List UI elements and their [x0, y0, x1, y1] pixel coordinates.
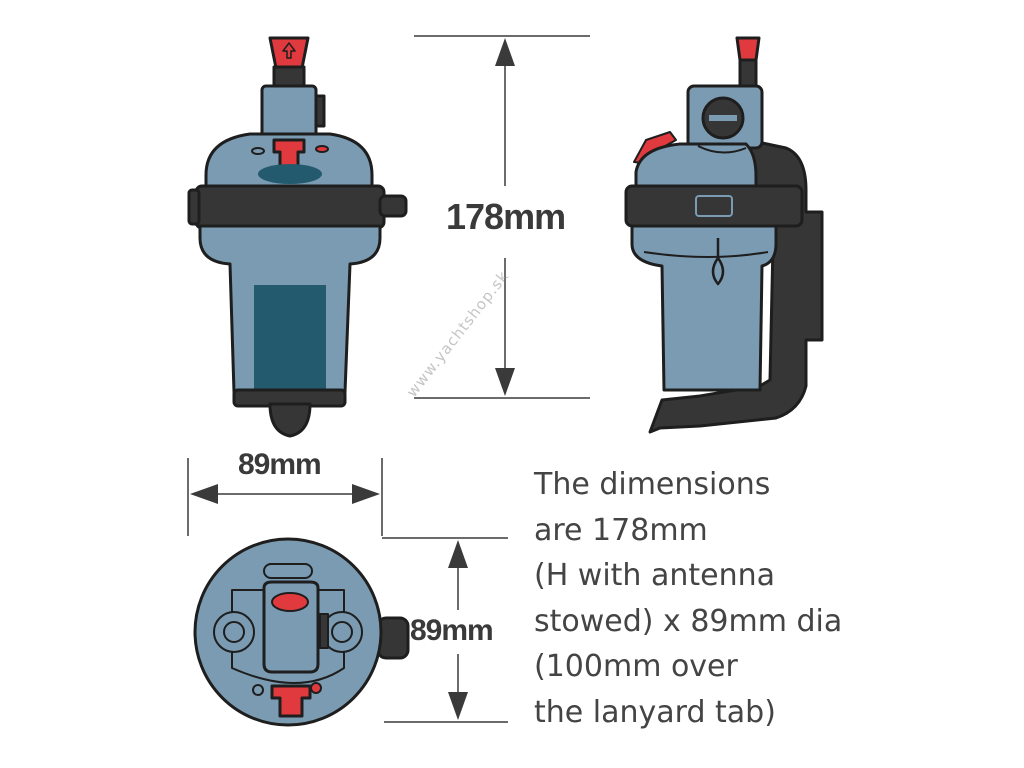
height-arrow-up — [495, 38, 515, 66]
width-arrow-left — [190, 484, 218, 504]
release-button — [272, 138, 306, 168]
side-shoulder — [634, 142, 758, 190]
antenna-base — [272, 65, 306, 89]
caption-line: The dimensions — [534, 467, 771, 502]
caption-line: (H with antenna — [534, 558, 776, 593]
top-view-led-left — [252, 684, 264, 696]
caption-line: stowed) x 89mm dia — [534, 603, 843, 639]
top-view-tab — [376, 616, 410, 660]
height-arrow-down — [495, 368, 515, 396]
top-view-dial-left-inner — [223, 621, 245, 643]
caption-line: are 178mm — [534, 512, 708, 548]
base-foot — [268, 402, 312, 438]
side-band-slot — [695, 195, 733, 217]
band-left-tab — [187, 188, 201, 226]
up-arrow-icon — [282, 42, 296, 59]
dimensions-caption: The dimensions are 178mm (H with antenna… — [534, 462, 854, 735]
beacon-side-view — [624, 36, 824, 434]
label-panel — [254, 285, 326, 389]
height-dimension-label: 178mm — [446, 196, 566, 237]
top-housing — [260, 84, 318, 140]
beacon-top-view — [193, 537, 410, 727]
depth-dimension — [382, 537, 508, 723]
band-right-tab — [378, 194, 408, 218]
side-drop-marker — [711, 238, 725, 286]
beacon-front-view — [187, 36, 408, 438]
width-arrow-right — [352, 484, 380, 504]
caption-line: (100mm over — [534, 649, 738, 684]
width-dimension-label: 89mm — [238, 448, 322, 481]
indicator-led-left — [251, 147, 265, 155]
depth-arrow-down — [448, 692, 468, 720]
side-antenna-base — [738, 58, 758, 90]
top-view-led-right — [310, 682, 322, 694]
side-seam — [643, 251, 769, 258]
top-view-red-button — [271, 592, 309, 612]
caption-line: the lanyard tab) — [534, 694, 776, 730]
top-view-dial-right-inner — [331, 621, 353, 643]
band — [194, 184, 386, 230]
depth-arrow-up — [448, 540, 468, 568]
side-antenna-cap — [735, 36, 761, 62]
width-dimension — [187, 458, 383, 536]
indicator-led-right — [315, 145, 329, 153]
height-dimension — [414, 35, 590, 399]
top-view-clip — [319, 613, 329, 649]
side-lower-body — [630, 224, 778, 392]
front-window — [258, 164, 322, 184]
side-shoulder-ridge — [697, 145, 747, 154]
side-knob-slot — [709, 115, 737, 121]
top-view-vent — [263, 563, 313, 579]
depth-dimension-label: 89mm — [410, 614, 494, 647]
side-clip — [314, 94, 326, 128]
top-view-release-button — [270, 684, 312, 718]
